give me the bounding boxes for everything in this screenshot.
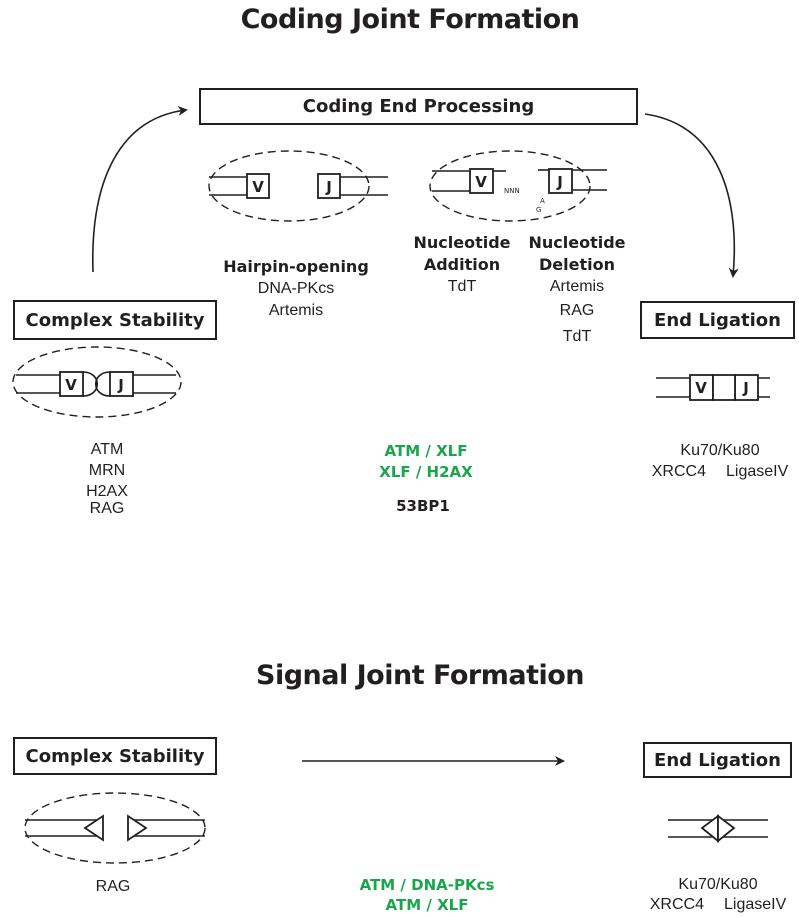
deletion-heading: Deletion: [539, 255, 615, 274]
ligation-factor-row: XRCC4 LigaseIV: [652, 461, 789, 482]
deletion-heading: Nucleotide: [528, 233, 626, 252]
deletion-item: RAG: [559, 302, 595, 319]
deletion-block: Nucleotide Deletion Artemis RAG TdT: [528, 232, 625, 348]
signal-complex-stability-box: Complex Stability: [13, 737, 217, 775]
signal-end-ligation-box: End Ligation: [643, 742, 792, 778]
nnn-label: NNN: [504, 187, 520, 195]
v-segment-label: V: [475, 173, 487, 191]
signal-green-factors: ATM / DNA-PKcs ATM / XLF: [360, 875, 495, 915]
signal-stability-factors: RAG: [96, 876, 131, 898]
factor-item: MRN: [88, 462, 126, 479]
ligation-factor-row: XRCC4 LigaseIV: [650, 895, 787, 915]
coding-ligation-factors: Ku70/Ku80 XRCC4 LigaseIV: [652, 440, 789, 482]
factor-item: RAG: [95, 878, 131, 895]
hairpin-item: Artemis: [268, 302, 324, 319]
addition-heading: Addition: [423, 255, 501, 274]
green-factor: XLF / H2AX: [379, 463, 473, 481]
v-segment-label: V: [65, 376, 77, 394]
factor-item: RAG: [89, 500, 125, 517]
g-label: G: [536, 206, 541, 214]
factor-item: H2AX: [86, 483, 128, 500]
addition-block: Nucleotide Addition TdT: [413, 232, 510, 298]
j-segment-label: J: [742, 379, 749, 397]
coding-ligation-diagram: V J: [656, 374, 770, 401]
signal-joint-title: Signal Joint Formation: [255, 660, 585, 691]
coding-end-processing-box: Coding End Processing: [199, 88, 638, 125]
factor-item: ATM: [90, 441, 124, 458]
green-factor: ATM / DNA-PKcs: [359, 876, 495, 894]
j-segment-label: J: [325, 178, 332, 196]
green-factor: ATM / XLF: [385, 896, 469, 914]
coding-stability-factors: ATM MRN H2AX RAG: [86, 439, 128, 519]
ligation-factor: Ku70/Ku80: [680, 442, 760, 459]
ligation-factor: XRCC4: [651, 463, 706, 480]
signal-ligation-factors: Ku70/Ku80 XRCC4 LigaseIV: [650, 875, 787, 915]
v-segment-label: V: [695, 379, 707, 397]
hairpin-item: DNA-PKcs: [257, 280, 335, 297]
signal-stability-diagram: [24, 792, 206, 864]
coding-end-ligation-box: End Ligation: [640, 301, 795, 339]
factor-53bp1: 53BP1: [396, 497, 450, 515]
green-factor: ATM / XLF: [384, 442, 468, 460]
deletion-item: TdT: [562, 328, 592, 345]
v-segment-label: V: [252, 178, 264, 196]
ligation-factor: LigaseIV: [723, 896, 787, 913]
coding-joint-title: Coding Joint Formation: [240, 4, 580, 35]
coding-complex-stability-box: Complex Stability: [13, 300, 217, 340]
coding-stability-diagram: V J: [12, 346, 182, 418]
deletion-item: Artemis: [549, 278, 605, 295]
arrow-to-ligation: [644, 113, 739, 278]
hairpin-block: Hairpin-opening DNA-PKcs Artemis: [223, 256, 369, 322]
ligation-factor: Ku70/Ku80: [678, 876, 758, 893]
ligation-factor: LigaseIV: [725, 463, 789, 480]
addition-heading: Nucleotide: [413, 233, 511, 252]
hairpin-diagram: V J: [208, 150, 388, 222]
ligation-factor: XRCC4: [649, 896, 704, 913]
a-label: A: [540, 197, 545, 205]
arrow-to-processing: [92, 106, 188, 273]
hairpin-heading: Hairpin-opening: [223, 257, 369, 276]
j-segment-label: J: [117, 376, 124, 394]
j-segment-label: J: [556, 173, 563, 191]
nucleotide-diagram: V J NNN A G: [429, 150, 607, 222]
addition-item: TdT: [447, 278, 477, 295]
coding-green-factors: ATM / XLF XLF / H2AX: [379, 441, 472, 483]
signal-ligation-diagram: [668, 814, 768, 843]
